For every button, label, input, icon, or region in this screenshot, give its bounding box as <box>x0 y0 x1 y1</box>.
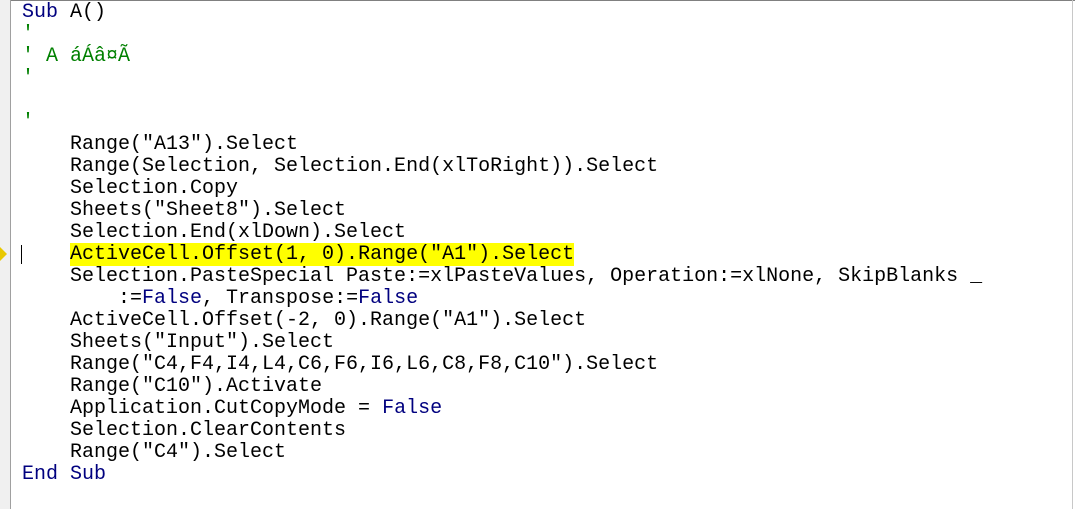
code-text: Application.CutCopyMode = <box>22 397 383 420</box>
code-line[interactable]: Sub A() <box>22 2 982 24</box>
code-line[interactable]: Range("C10").Activate <box>22 376 982 398</box>
code-comment: ' A áÁâ¤Ã <box>22 45 131 68</box>
code-text: Range("C4,F4,I4,L4,C6,F6,I6,L6,C8,F8,C10… <box>22 353 659 376</box>
code-comment: ' <box>22 23 35 46</box>
code-text: Sheets("Sheet8").Select <box>22 199 347 222</box>
code-line[interactable]: ' A áÁâ¤Ã <box>22 46 982 68</box>
code-text: Sheets("Input").Select <box>22 331 335 354</box>
code-line[interactable]: Selection.Copy <box>22 178 982 200</box>
code-text: := <box>22 287 143 310</box>
code-keyword: Sub <box>22 1 59 24</box>
code-text: A() <box>58 1 107 24</box>
code-text: Range(Selection, Selection.End(xlToRight… <box>22 155 659 178</box>
code-line[interactable]: ' <box>22 68 982 90</box>
code-line[interactable]: Range("A13").Select <box>22 134 982 156</box>
code-line[interactable]: ActiveCell.Offset(1, 0).Range("A1").Sele… <box>22 243 982 266</box>
code-line[interactable]: ' <box>22 112 982 134</box>
code-text: Range("C10").Activate <box>22 375 323 398</box>
code-line[interactable]: Sheets("Sheet8").Select <box>22 200 982 222</box>
execution-point-arrow-icon <box>0 247 7 261</box>
code-line[interactable]: Range("C4,F4,I4,L4,C6,F6,I6,L6,C8,F8,C10… <box>22 354 982 376</box>
code-keyword: False <box>142 287 203 310</box>
code-line[interactable]: Selection.ClearContents <box>22 420 982 442</box>
text-cursor <box>21 245 22 264</box>
code-line[interactable]: :=False, Transpose:=False <box>22 288 982 310</box>
code-keyword: False <box>358 287 419 310</box>
code-line[interactable]: ActiveCell.Offset(-2, 0).Range("A1").Sel… <box>22 310 982 332</box>
code-line[interactable]: Selection.PasteSpecial Paste:=xlPasteVal… <box>22 266 982 288</box>
code-text <box>22 243 70 266</box>
code-text: Selection.ClearContents <box>22 419 347 442</box>
code-line[interactable]: Selection.End(xlDown).Select <box>22 222 982 244</box>
code-line[interactable]: Range("C4").Select <box>22 442 982 464</box>
code-text: Selection.Copy <box>22 177 239 200</box>
top-border <box>0 0 1075 1</box>
code-line[interactable]: Range(Selection, Selection.End(xlToRight… <box>22 156 982 178</box>
code-text: Selection.PasteSpecial Paste:=xlPasteVal… <box>22 265 983 288</box>
code-line[interactable] <box>22 90 982 112</box>
code-line[interactable]: End Sub <box>22 464 982 486</box>
code-text: ActiveCell.Offset(-2, 0).Range("A1").Sel… <box>22 309 587 332</box>
right-border <box>1072 0 1073 509</box>
code-comment: ' <box>22 111 35 134</box>
code-comment: ' <box>22 67 35 90</box>
code-keyword: End Sub <box>22 463 107 486</box>
code-text: Range("C4").Select <box>22 441 287 464</box>
code-text: , Transpose:= <box>202 287 359 310</box>
code-line[interactable]: Sheets("Input").Select <box>22 332 982 354</box>
code-text: Range("A13").Select <box>22 133 299 156</box>
code-text: Selection.End(xlDown).Select <box>22 221 407 244</box>
highlighted-statement: ActiveCell.Offset(1, 0).Range("A1").Sele… <box>70 243 575 266</box>
code-line[interactable]: ' <box>22 24 982 46</box>
code-editor[interactable]: Sub A()'' A áÁâ¤Ã'' Range("A13").Select … <box>22 2 982 486</box>
code-line[interactable]: Application.CutCopyMode = False <box>22 398 982 420</box>
code-keyword: False <box>382 397 443 420</box>
